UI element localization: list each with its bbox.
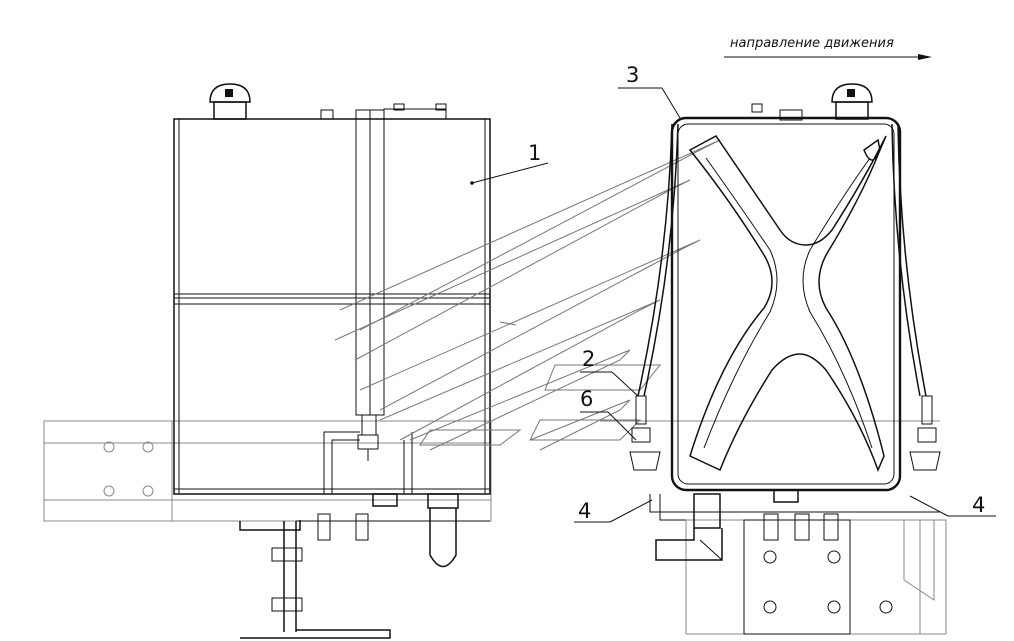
callout-4-right-label: 4 [972,493,985,517]
callout-2: 2 [580,347,639,397]
direction-label: направление движения [730,36,894,51]
callout-6-label: 6 [580,387,593,411]
callout-2-label: 2 [582,347,595,371]
callout-1-label: 1 [528,141,541,165]
tank-front [670,83,902,503]
bracket-side [323,431,413,494]
callout-4-right: 4 [909,493,996,517]
callout-3: 3 [618,63,681,119]
background-watermark [334,139,721,451]
outlet-pipe-front [655,493,723,561]
front-view: 3 2 6 4 4 [574,63,996,635]
callout-4-left: 4 [574,499,653,523]
frame-rail-left [43,420,492,522]
callout-1: 1 [470,141,549,185]
filler-cap-icon [209,83,251,120]
filler-cap-front-icon [831,83,873,120]
callout-3-label: 3 [626,63,639,87]
direction-indicator: направление движения [724,36,932,60]
callout-4-left-label: 4 [578,499,591,523]
frame-base-right [600,420,947,635]
callout-6: 6 [580,387,637,441]
crossmember-side [239,513,490,639]
direction-arrow-icon [918,54,932,60]
straps-front [629,123,941,471]
outlet-pipe-side [427,493,459,568]
side-view: 1 [43,83,549,639]
